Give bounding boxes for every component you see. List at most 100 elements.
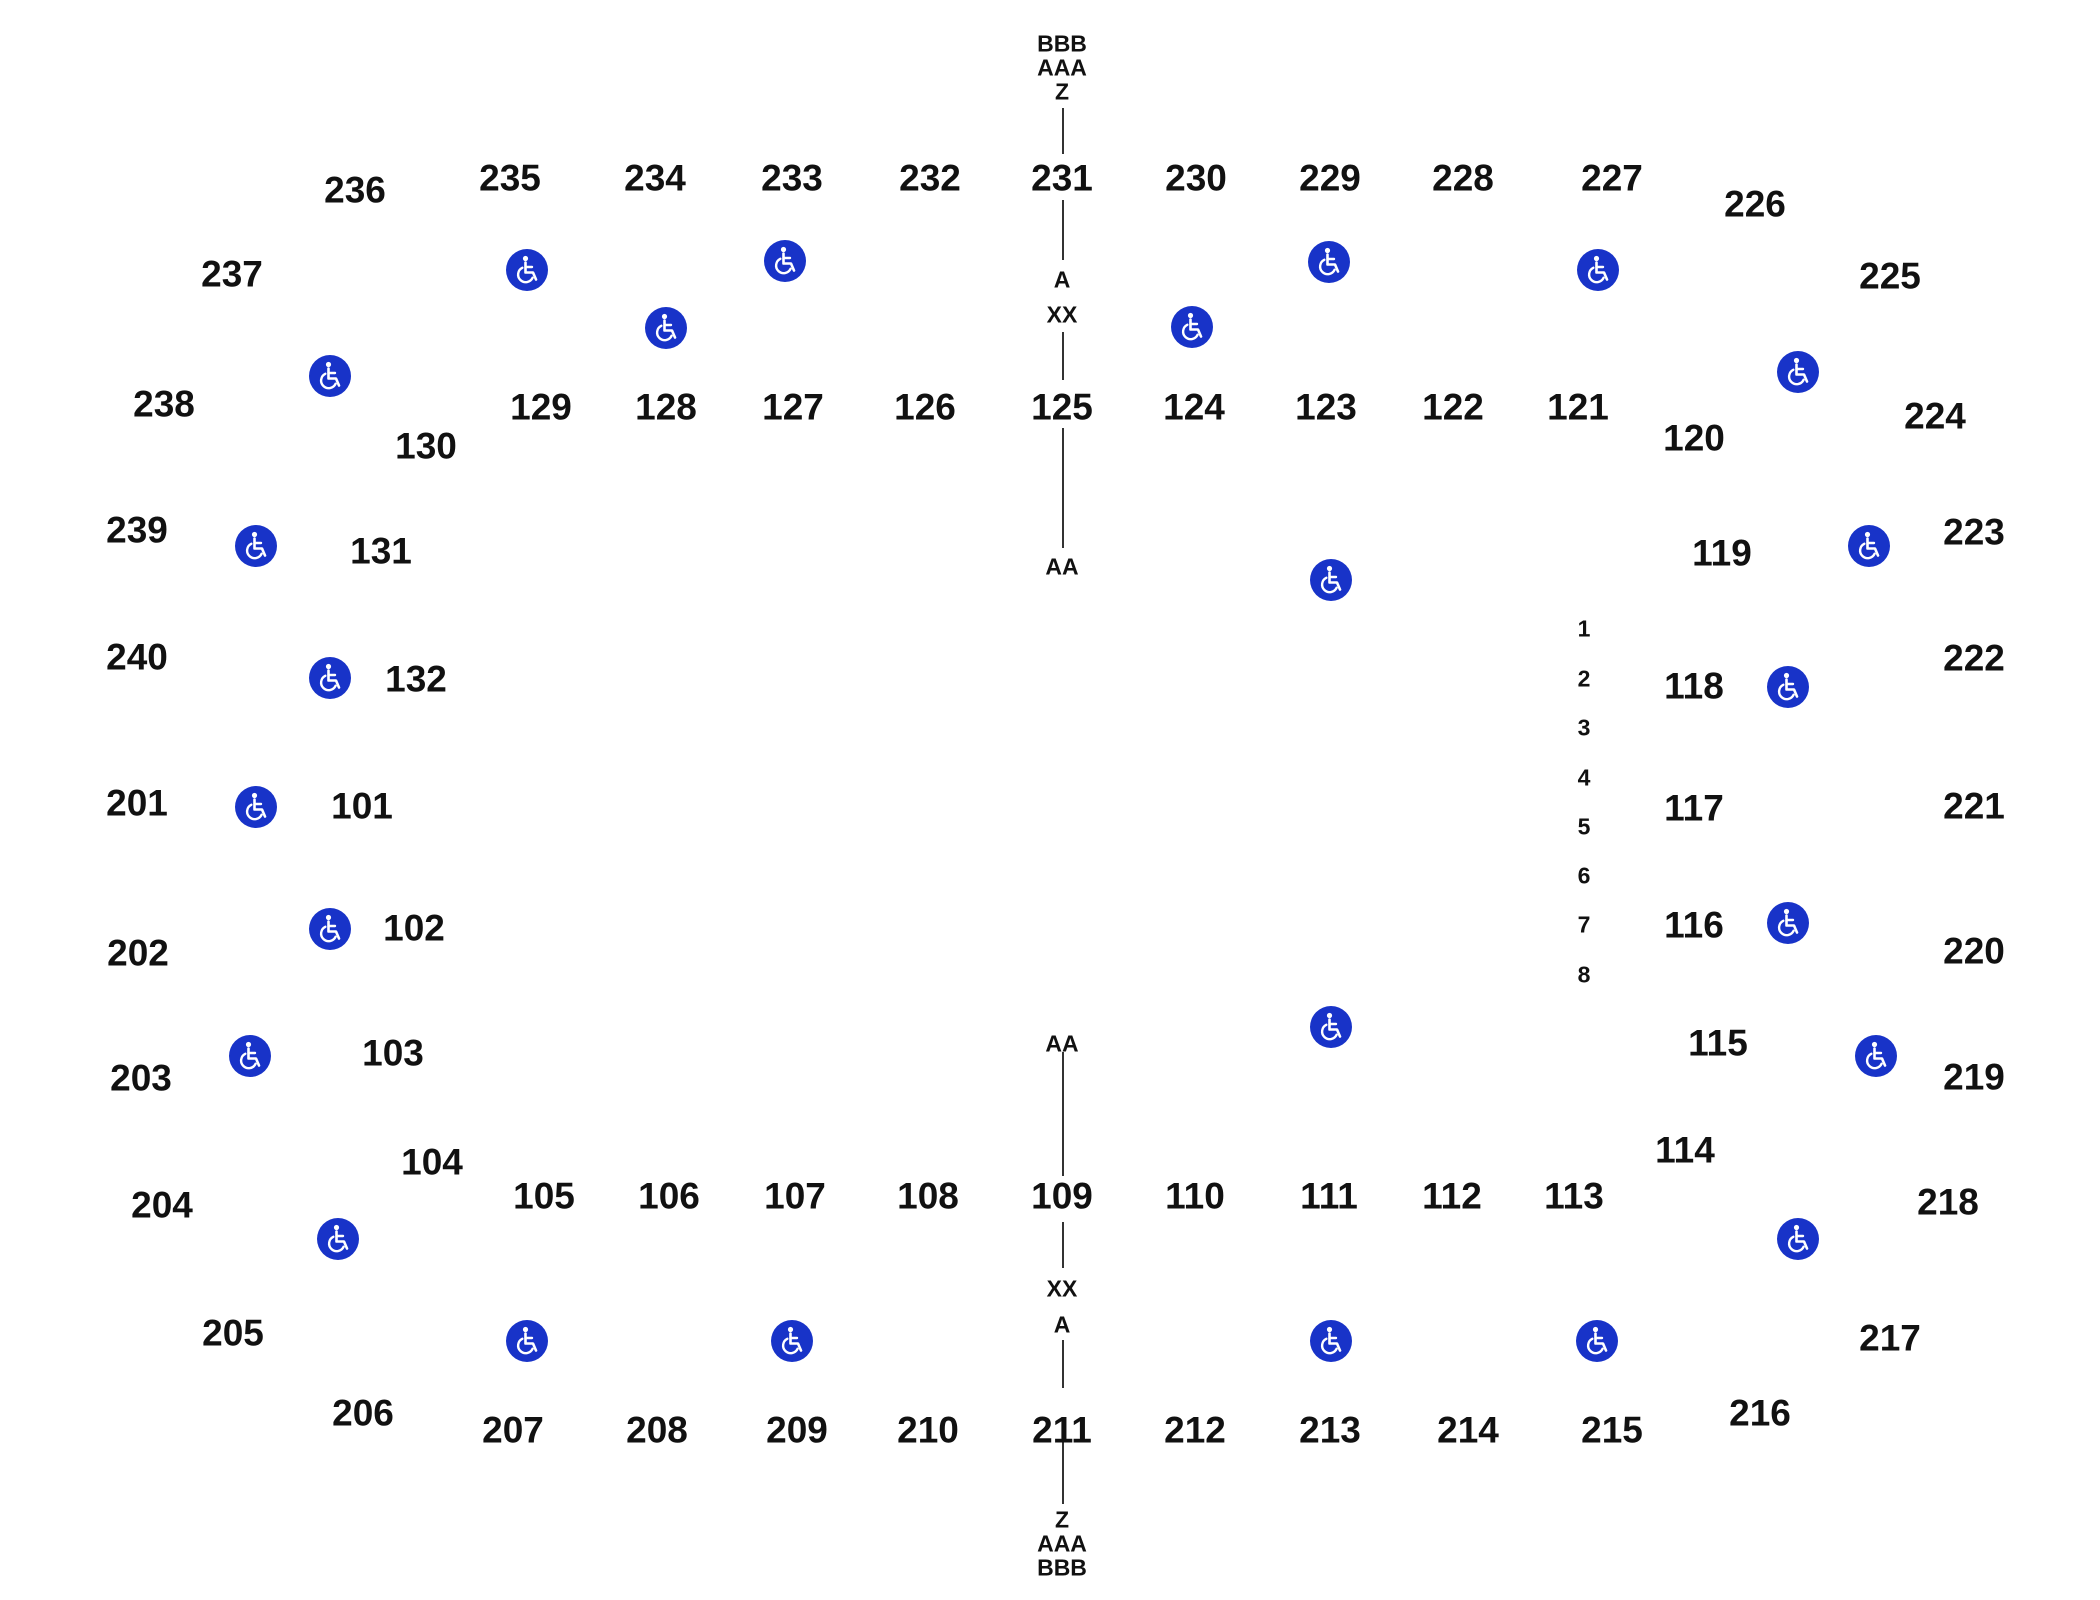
section-131[interactable]: 131 bbox=[350, 530, 412, 572]
section-227[interactable]: 227 bbox=[1581, 157, 1643, 199]
wheelchair-accessible-icon[interactable] bbox=[1766, 901, 1810, 945]
section-210[interactable]: 210 bbox=[897, 1409, 959, 1451]
section-202[interactable]: 202 bbox=[107, 932, 169, 974]
section-107[interactable]: 107 bbox=[764, 1175, 826, 1217]
section-238[interactable]: 238 bbox=[133, 383, 195, 425]
section-104[interactable]: 104 bbox=[401, 1141, 463, 1183]
section-109[interactable]: 109 bbox=[1031, 1175, 1093, 1217]
wheelchair-accessible-icon[interactable] bbox=[316, 1217, 360, 1261]
wheelchair-accessible-icon[interactable] bbox=[1776, 1217, 1820, 1261]
section-211[interactable]: 211 bbox=[1032, 1409, 1092, 1451]
wheelchair-accessible-icon[interactable] bbox=[1776, 350, 1820, 394]
section-225[interactable]: 225 bbox=[1859, 255, 1921, 297]
section-222[interactable]: 222 bbox=[1943, 637, 2005, 679]
wheelchair-accessible-icon[interactable] bbox=[1847, 524, 1891, 568]
row-label-bbb-top: BBB bbox=[1037, 30, 1087, 57]
wheelchair-accessible-icon[interactable] bbox=[1309, 1319, 1353, 1363]
section-130[interactable]: 130 bbox=[395, 425, 457, 467]
section-229[interactable]: 229 bbox=[1299, 157, 1361, 199]
section-108[interactable]: 108 bbox=[897, 1175, 959, 1217]
section-240[interactable]: 240 bbox=[106, 636, 168, 678]
section-128[interactable]: 128 bbox=[635, 386, 697, 428]
section-232[interactable]: 232 bbox=[899, 157, 961, 199]
section-105[interactable]: 105 bbox=[513, 1175, 575, 1217]
section-126[interactable]: 126 bbox=[894, 386, 956, 428]
wheelchair-accessible-icon[interactable] bbox=[763, 239, 807, 283]
section-118[interactable]: 118 bbox=[1664, 665, 1724, 707]
section-122[interactable]: 122 bbox=[1422, 386, 1484, 428]
section-216[interactable]: 216 bbox=[1729, 1392, 1791, 1434]
section-125[interactable]: 125 bbox=[1031, 386, 1093, 428]
section-212[interactable]: 212 bbox=[1164, 1409, 1226, 1451]
section-102[interactable]: 102 bbox=[383, 907, 445, 949]
section-215[interactable]: 215 bbox=[1581, 1409, 1643, 1451]
section-103[interactable]: 103 bbox=[362, 1032, 424, 1074]
section-208[interactable]: 208 bbox=[626, 1409, 688, 1451]
wheelchair-accessible-icon[interactable] bbox=[1854, 1034, 1898, 1078]
section-115[interactable]: 115 bbox=[1688, 1022, 1748, 1064]
section-123[interactable]: 123 bbox=[1295, 386, 1357, 428]
section-224[interactable]: 224 bbox=[1904, 395, 1966, 437]
row-label-6: 6 bbox=[1577, 862, 1591, 889]
section-221[interactable]: 221 bbox=[1943, 785, 2005, 827]
section-226[interactable]: 226 bbox=[1724, 183, 1786, 225]
section-112[interactable]: 112 bbox=[1422, 1175, 1482, 1217]
section-237[interactable]: 237 bbox=[201, 253, 263, 295]
section-205[interactable]: 205 bbox=[202, 1312, 264, 1354]
section-113[interactable]: 113 bbox=[1544, 1175, 1604, 1217]
wheelchair-accessible-icon[interactable] bbox=[1307, 240, 1351, 284]
section-201[interactable]: 201 bbox=[106, 782, 168, 824]
section-228[interactable]: 228 bbox=[1432, 157, 1494, 199]
section-203[interactable]: 203 bbox=[110, 1057, 172, 1099]
section-117[interactable]: 117 bbox=[1664, 787, 1724, 829]
wheelchair-accessible-icon[interactable] bbox=[1309, 1005, 1353, 1049]
section-231[interactable]: 231 bbox=[1031, 157, 1093, 199]
wheelchair-accessible-icon[interactable] bbox=[1576, 248, 1620, 292]
wheelchair-accessible-icon[interactable] bbox=[770, 1319, 814, 1363]
wheelchair-accessible-icon[interactable] bbox=[308, 907, 352, 951]
section-119[interactable]: 119 bbox=[1692, 532, 1752, 574]
section-206[interactable]: 206 bbox=[332, 1392, 394, 1434]
section-106[interactable]: 106 bbox=[638, 1175, 700, 1217]
section-239[interactable]: 239 bbox=[106, 509, 168, 551]
section-220[interactable]: 220 bbox=[1943, 930, 2005, 972]
row-label-xx-bottom: XX bbox=[1046, 1275, 1078, 1302]
section-132[interactable]: 132 bbox=[385, 658, 447, 700]
wheelchair-accessible-icon[interactable] bbox=[1766, 665, 1810, 709]
section-204[interactable]: 204 bbox=[131, 1184, 193, 1226]
section-235[interactable]: 235 bbox=[479, 157, 541, 199]
section-223[interactable]: 223 bbox=[1943, 511, 2005, 553]
section-230[interactable]: 230 bbox=[1165, 157, 1227, 199]
section-121[interactable]: 121 bbox=[1547, 386, 1609, 428]
section-209[interactable]: 209 bbox=[766, 1409, 828, 1451]
section-120[interactable]: 120 bbox=[1663, 417, 1725, 459]
wheelchair-accessible-icon[interactable] bbox=[228, 1034, 272, 1078]
wheelchair-accessible-icon[interactable] bbox=[308, 656, 352, 700]
wheelchair-accessible-icon[interactable] bbox=[1575, 1319, 1619, 1363]
section-101[interactable]: 101 bbox=[331, 785, 393, 827]
wheelchair-accessible-icon[interactable] bbox=[308, 354, 352, 398]
wheelchair-accessible-icon[interactable] bbox=[505, 1319, 549, 1363]
section-129[interactable]: 129 bbox=[510, 386, 572, 428]
wheelchair-accessible-icon[interactable] bbox=[1170, 305, 1214, 349]
section-116[interactable]: 116 bbox=[1664, 904, 1724, 946]
wheelchair-accessible-icon[interactable] bbox=[1309, 558, 1353, 602]
section-114[interactable]: 114 bbox=[1655, 1129, 1715, 1171]
section-124[interactable]: 124 bbox=[1163, 386, 1225, 428]
section-213[interactable]: 213 bbox=[1299, 1409, 1361, 1451]
wheelchair-accessible-icon[interactable] bbox=[234, 785, 278, 829]
section-218[interactable]: 218 bbox=[1917, 1181, 1979, 1223]
section-236[interactable]: 236 bbox=[324, 169, 386, 211]
section-110[interactable]: 110 bbox=[1165, 1175, 1225, 1217]
wheelchair-accessible-icon[interactable] bbox=[505, 248, 549, 292]
wheelchair-accessible-icon[interactable] bbox=[234, 524, 278, 568]
section-111[interactable]: 111 bbox=[1300, 1175, 1358, 1217]
section-217[interactable]: 217 bbox=[1859, 1317, 1921, 1359]
section-207[interactable]: 207 bbox=[482, 1409, 544, 1451]
section-127[interactable]: 127 bbox=[762, 386, 824, 428]
section-234[interactable]: 234 bbox=[624, 157, 686, 199]
section-219[interactable]: 219 bbox=[1943, 1056, 2005, 1098]
section-233[interactable]: 233 bbox=[761, 157, 823, 199]
section-214[interactable]: 214 bbox=[1437, 1409, 1499, 1451]
wheelchair-accessible-icon[interactable] bbox=[644, 306, 688, 350]
